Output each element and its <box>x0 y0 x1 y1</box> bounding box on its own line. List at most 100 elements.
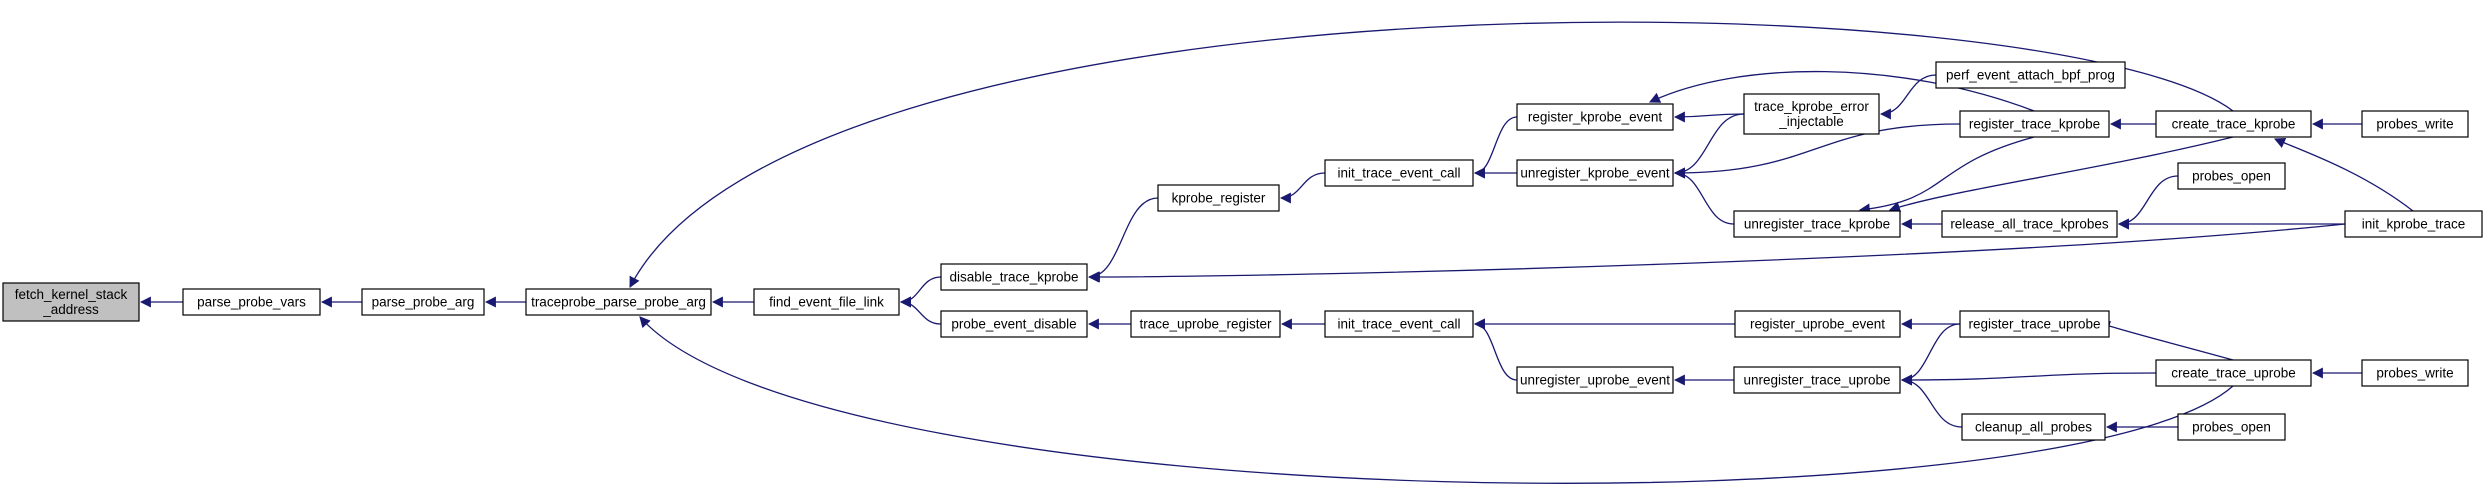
node-box <box>1959 110 2110 138</box>
node-box <box>1516 159 1674 187</box>
function-node[interactable]: traceprobe_parse_probe_arg <box>525 288 712 316</box>
function-node[interactable]: init_trace_event_call <box>1324 159 1474 187</box>
node-box <box>1733 210 1901 238</box>
function-node[interactable]: perf_event_attach_bpf_prog <box>1935 61 2126 89</box>
node-box <box>753 288 900 316</box>
node-label: fetch_kernel_stack <box>15 287 128 302</box>
call-edge-n7-to-n5 <box>1087 197 1159 283</box>
function-node[interactable]: trace_kprobe_error_injectable <box>1743 93 1880 135</box>
function-node[interactable]: trace_uprobe_register <box>1130 310 1281 338</box>
node-box <box>1157 184 1280 212</box>
call-edge-n9-to-n7 <box>1279 172 1326 204</box>
function-node[interactable]: disable_trace_kprobe <box>940 263 1088 291</box>
node-box <box>1516 366 1674 394</box>
function-node[interactable]: unregister_trace_uprobe <box>1733 366 1901 394</box>
node-box <box>1324 310 1474 338</box>
node-box <box>525 288 712 316</box>
node-box <box>940 310 1088 338</box>
node-box <box>1516 103 1674 131</box>
node-label: kprobe_register <box>1172 191 1266 206</box>
call-edge-n15-to-n12 <box>1673 113 1745 179</box>
node-label: cleanup_all_probes <box>1975 420 2092 435</box>
node-box <box>361 288 485 316</box>
node-box <box>1743 93 1880 135</box>
node-label: unregister_trace_uprobe <box>1743 373 1890 388</box>
node-box <box>2 282 140 322</box>
node-label: traceprobe_parse_probe_arg <box>531 295 706 310</box>
function-node[interactable]: init_kprobe_trace <box>2344 210 2483 238</box>
function-node[interactable]: register_trace_uprobe <box>1959 310 2110 338</box>
function-node[interactable]: create_trace_uprobe <box>2155 359 2312 387</box>
call-edge-n25-to-n3 <box>639 316 2234 484</box>
function-node[interactable]: cleanup_all_probes <box>1961 413 2106 441</box>
node-box <box>2177 162 2286 190</box>
function-node[interactable]: create_trace_kprobe <box>2155 110 2312 138</box>
function-node[interactable]: unregister_trace_kprobe <box>1733 210 1901 238</box>
call-edge-n19-to-n11 <box>1649 70 2035 112</box>
node-label: create_trace_kprobe <box>2172 117 2296 132</box>
function-node[interactable]: probes_write <box>2361 359 2469 387</box>
function-node[interactable]: release_all_trace_kprobes <box>1941 210 2118 238</box>
call-edge-n23-to-n16 <box>1888 136 2234 213</box>
node-label: init_trace_event_call <box>1337 166 1460 181</box>
node-label: _injectable <box>1778 114 1844 129</box>
node-label: create_trace_uprobe <box>2171 366 2296 381</box>
function-node[interactable]: kprobe_register <box>1157 184 1280 212</box>
function-node[interactable]: register_kprobe_event <box>1516 103 1674 131</box>
call-edge-n11-to-n9 <box>1473 116 1518 179</box>
function-node[interactable]: probes_open <box>2177 162 2286 190</box>
call-edge-n22-to-n17 <box>1900 374 1963 428</box>
node-box <box>940 263 1088 291</box>
call-edge-n5-to-n4 <box>899 276 942 308</box>
node-label: perf_event_attach_bpf_prog <box>1946 68 2115 83</box>
node-label: find_event_file_link <box>769 295 884 310</box>
nodes-layer: fetch_kernel_stack_address parse_probe_va… <box>2 61 2483 441</box>
function-node[interactable]: probe_event_disable <box>940 310 1088 338</box>
node-label: register_trace_uprobe <box>1968 317 2100 332</box>
function-node[interactable]: probes_write <box>2361 110 2469 138</box>
node-box <box>2177 413 2286 441</box>
call-edge-n28-to-n23 <box>2273 137 2414 212</box>
function-node[interactable]: find_event_file_link <box>753 288 900 316</box>
node-label: unregister_kprobe_event <box>1520 166 1670 181</box>
node-label: trace_kprobe_error <box>1754 99 1869 114</box>
call-edge-n19-to-n12 <box>1673 123 1961 179</box>
call-edge-n25-to-n17 <box>1900 372 2157 386</box>
function-node[interactable]: parse_probe_arg <box>361 288 485 316</box>
node-label: disable_trace_kprobe <box>949 270 1078 285</box>
node-label: parse_probe_arg <box>372 295 475 310</box>
function-node[interactable]: unregister_kprobe_event <box>1516 159 1674 187</box>
function-node[interactable]: probes_open <box>2177 413 2286 441</box>
node-box <box>2155 110 2312 138</box>
function-node[interactable]: register_trace_kprobe <box>1959 110 2110 138</box>
node-label: trace_uprobe_register <box>1139 317 1272 332</box>
call-edge-n6-to-n4 <box>899 296 942 325</box>
node-box <box>2361 110 2469 138</box>
node-box <box>2155 359 2312 387</box>
node-label: register_kprobe_event <box>1528 110 1663 125</box>
function-node[interactable]: register_uprobe_event <box>1734 310 1901 338</box>
call-edge-n24-to-n20 <box>2117 175 2179 230</box>
node-box <box>1959 310 2110 338</box>
function-node[interactable]: parse_probe_vars <box>182 288 321 316</box>
node-box <box>1935 61 2126 89</box>
node-label: register_trace_kprobe <box>1969 117 2100 132</box>
node-label: probe_event_disable <box>951 317 1076 332</box>
node-label: _address <box>42 302 99 317</box>
node-label: register_uprobe_event <box>1750 317 1885 332</box>
node-label: unregister_trace_kprobe <box>1744 217 1890 232</box>
call-edge-n28-to-n5 <box>1088 223 2346 283</box>
function-node[interactable]: unregister_uprobe_event <box>1516 366 1674 394</box>
function-node[interactable]: init_trace_event_call <box>1324 310 1474 338</box>
call-edge-n19-to-n16 <box>1858 136 2035 215</box>
node-label: probes_open <box>2192 169 2271 184</box>
root-function-node[interactable]: fetch_kernel_stack_address <box>2 282 140 322</box>
node-label: probes_write <box>2376 117 2453 132</box>
call-edge-n14-to-n10 <box>1473 318 1518 381</box>
call-edge-n25-to-n21 <box>2098 321 2234 361</box>
node-box <box>2344 210 2483 238</box>
call-edge-n16-to-n12 <box>1673 167 1735 225</box>
node-box <box>1961 413 2106 441</box>
node-box <box>1324 159 1474 187</box>
node-label: probes_write <box>2376 366 2453 381</box>
